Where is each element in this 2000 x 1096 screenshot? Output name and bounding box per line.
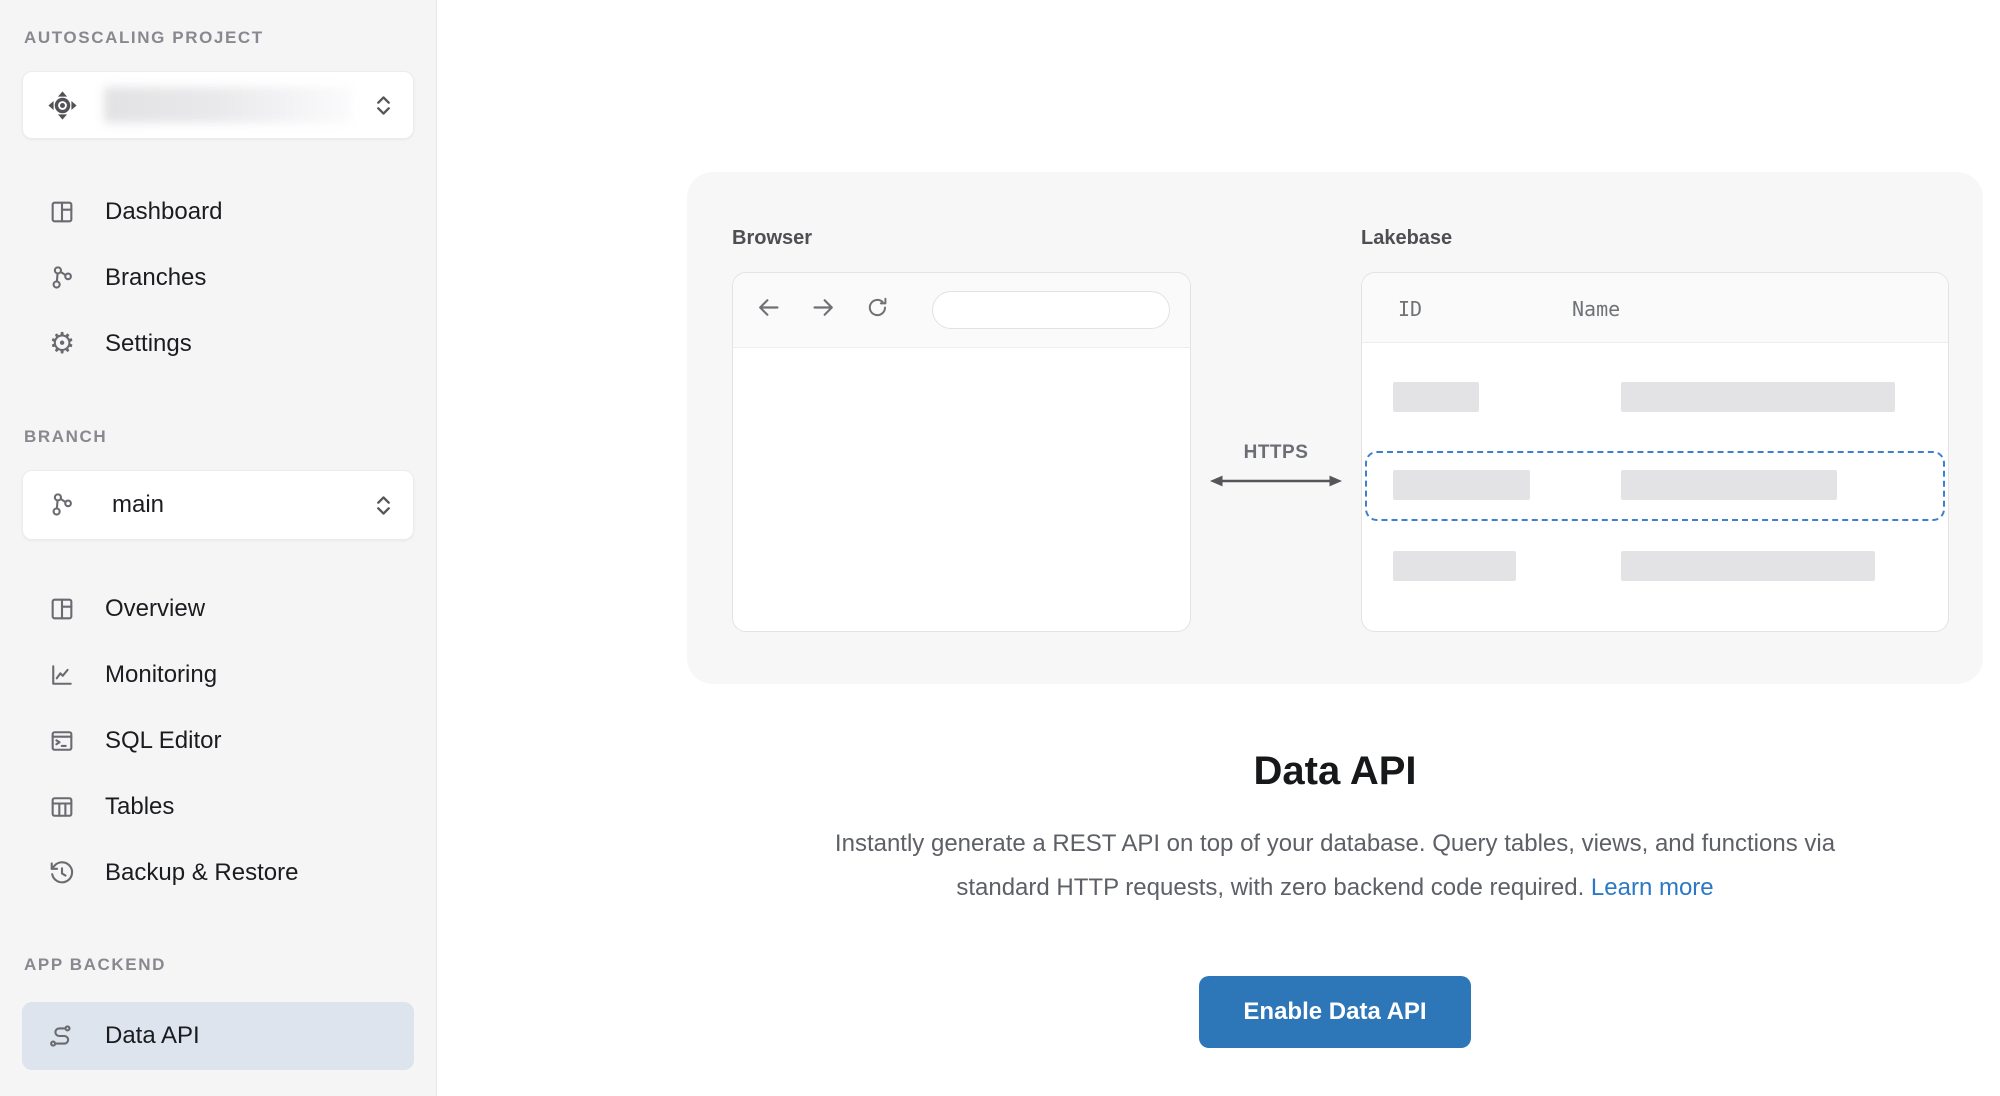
gear-icon: ⚙ [49,327,75,360]
lakebase-mock-label: Lakebase [1361,227,1453,249]
placeholder-cell [1621,470,1837,500]
project-selector[interactable] [22,71,414,139]
branch-selector-value: main [112,491,165,518]
backend-section-label: APP BACKEND [24,955,166,974]
sidebar-item-data-api[interactable]: Data API [22,1002,414,1070]
sidebar-item-label: Branches [105,264,207,291]
placeholder-cell [1393,551,1516,581]
table-header-row: ID Name [1362,273,1948,343]
lakebase-table-mockup: ID Name [1361,272,1949,632]
chevron-updown-icon [374,94,393,117]
sidebar-item-branches[interactable]: Branches [22,245,414,311]
browser-mock-label: Browser [732,227,813,249]
illustration-card: Browser [687,172,1983,684]
sidebar-item-label: Overview [105,595,206,622]
placeholder-cell [1621,551,1875,581]
browser-toolbar [733,273,1190,348]
placeholder-cell [1621,382,1895,412]
sidebar: AUTOSCALING PROJECT [0,0,437,1096]
placeholder-cell [1393,470,1530,500]
branch-nav: Overview Monitoring [22,576,414,906]
tables-icon [47,793,77,821]
sidebar-item-monitoring[interactable]: Monitoring [22,642,414,708]
sidebar-item-label: SQL Editor [105,727,222,754]
sidebar-item-dashboard[interactable]: Dashboard [22,179,414,245]
history-icon [47,859,77,887]
project-section-label: AUTOSCALING PROJECT [24,28,264,47]
branches-icon [47,264,77,292]
chevron-updown-icon [374,494,393,517]
sidebar-item-overview[interactable]: Overview [22,576,414,642]
sidebar-item-tables[interactable]: Tables [22,774,414,840]
enable-data-api-button[interactable]: Enable Data API [1199,976,1471,1048]
page-title: Data API [1253,749,1417,793]
main-content: Browser [437,0,2000,1096]
https-label: HTTPS [1243,442,1309,463]
column-header-id: ID [1398,297,1423,321]
overview-grid-icon [47,595,77,623]
refresh-icon [865,295,890,325]
monitoring-chart-icon [47,661,77,689]
description-line-1: Instantly generate a REST API on top of … [834,830,1836,857]
placeholder-cell [1393,382,1479,412]
description-line-2: standard HTTP requests, with zero backen… [956,874,1585,901]
back-arrow-icon [755,294,782,326]
column-header-name: Name [1572,297,1621,321]
sidebar-item-sql-editor[interactable]: SQL Editor [22,708,414,774]
branch-icon [46,491,78,519]
sidebar-item-label: Tables [105,793,175,820]
sidebar-item-settings[interactable]: ⚙ Settings [22,311,414,377]
highlighted-row-outline [1365,451,1945,521]
sidebar-item-label: Dashboard [105,198,223,225]
autoscaling-project-icon [46,90,78,121]
browser-mockup [732,272,1191,632]
backend-nav: Data API [22,1002,414,1070]
sidebar-item-label: Data API [105,1022,200,1049]
sql-editor-icon [47,727,77,755]
branch-selector[interactable]: main [22,470,414,540]
sidebar-item-label: Monitoring [105,661,218,688]
data-api-icon [47,1022,77,1050]
url-bar [932,291,1170,329]
dashboard-icon [47,198,77,226]
https-connection: HTTPS [1192,442,1360,489]
sidebar-item-label: Settings [105,330,192,357]
branch-section-label: BRANCH [24,427,108,446]
sidebar-item-label: Backup & Restore [105,859,299,886]
project-name-redacted [104,87,352,123]
double-arrow-icon [1210,475,1342,487]
project-nav: Dashboard Branches ⚙ Settings [22,179,414,377]
page-description: Instantly generate a REST API on top of … [687,822,1983,910]
sidebar-item-backup-restore[interactable]: Backup & Restore [22,840,414,906]
learn-more-link[interactable]: Learn more [1590,874,1714,901]
forward-arrow-icon [810,294,837,326]
